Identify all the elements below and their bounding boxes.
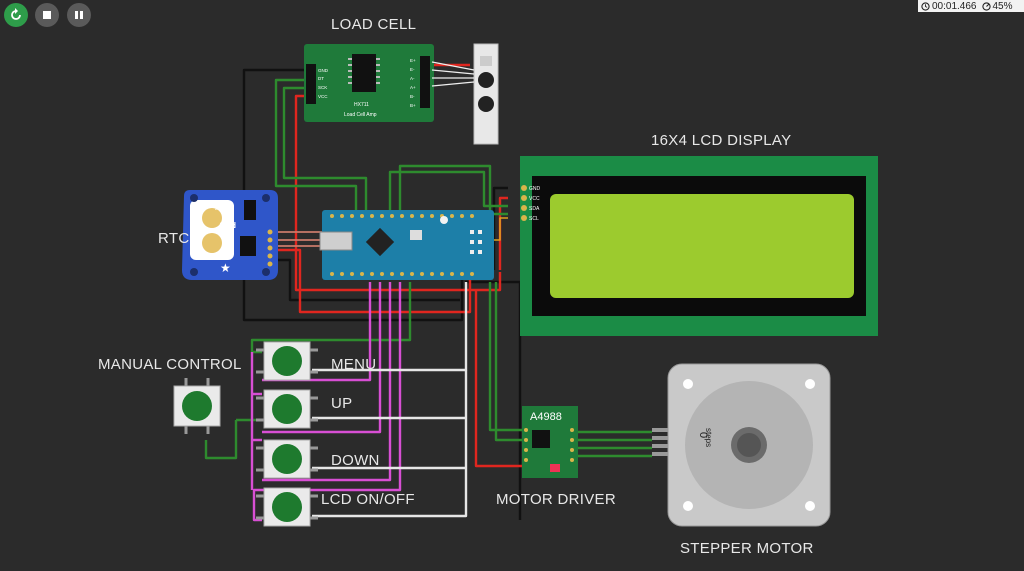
wire-step[interactable] bbox=[488, 282, 524, 432]
label-load-cell: LOAD CELL bbox=[331, 16, 417, 33]
wire-down-signal[interactable] bbox=[262, 282, 392, 482]
hx711-pin-eminus: E- bbox=[410, 67, 415, 72]
wire-motor-coils[interactable] bbox=[576, 430, 652, 458]
lcd-pin-sda: SDA bbox=[529, 206, 540, 212]
label-manual-control: MANUAL CONTROL bbox=[98, 356, 242, 373]
stepper-value: 0 bbox=[697, 432, 709, 438]
button-lcd-onoff[interactable] bbox=[256, 487, 318, 527]
hx711-caption: Load Cell Amp bbox=[344, 112, 377, 118]
wire-dir[interactable] bbox=[494, 282, 524, 442]
a4988-driver[interactable]: A4988 bbox=[522, 406, 578, 478]
load-cell-sensor[interactable] bbox=[431, 43, 499, 145]
wire-vcc-rtc[interactable] bbox=[272, 248, 472, 314]
stop-icon bbox=[43, 11, 51, 19]
button-manual-control[interactable] bbox=[173, 378, 221, 434]
hx711-pin-bplus: B+ bbox=[410, 103, 416, 108]
rtc-module[interactable]: DS1307 RTC ★ bbox=[182, 190, 278, 280]
label-menu: MENU bbox=[331, 356, 377, 373]
label-rtc: RTC bbox=[158, 230, 190, 247]
label-lcd-onoff: LCD ON/OFF bbox=[321, 491, 415, 508]
performance-value: 45% bbox=[992, 0, 1013, 12]
hx711-pin-dt: DT bbox=[318, 76, 324, 81]
wire-btn-ground[interactable] bbox=[250, 282, 412, 354]
wire-dt[interactable] bbox=[274, 78, 358, 212]
button-down[interactable] bbox=[256, 439, 318, 479]
wire-manual-ground[interactable] bbox=[204, 420, 238, 460]
driver-name: A4988 bbox=[530, 411, 562, 423]
wire-sda[interactable] bbox=[388, 170, 508, 212]
label-down: DOWN bbox=[331, 452, 380, 469]
lcd-screen bbox=[550, 194, 854, 298]
button-menu[interactable] bbox=[256, 341, 318, 381]
restart-button[interactable] bbox=[4, 3, 28, 27]
wire-lcd-signal[interactable] bbox=[252, 282, 402, 522]
star-icon: ★ bbox=[220, 261, 231, 275]
stepper-unit: steps bbox=[704, 428, 713, 447]
rtc-board-text: RTC bbox=[219, 220, 236, 229]
wire-vcc-driver[interactable] bbox=[474, 290, 524, 468]
wires bbox=[204, 63, 652, 522]
wire-vcc-lcd[interactable] bbox=[498, 196, 508, 270]
wire-ground-driver[interactable] bbox=[465, 280, 522, 520]
hx711-chip-label: HX711 bbox=[354, 102, 369, 108]
lcd-pin-vcc: VCC bbox=[529, 196, 540, 202]
wire-vcc-hx711[interactable] bbox=[294, 94, 502, 292]
arduino-nano[interactable] bbox=[319, 210, 494, 280]
wire-lcd-return[interactable] bbox=[312, 370, 468, 518]
hx711-pin-gnd: GND bbox=[318, 68, 329, 73]
hx711-pin-sck: SCK bbox=[318, 85, 327, 90]
stop-button[interactable] bbox=[35, 3, 59, 27]
speedometer-icon bbox=[981, 1, 991, 11]
pause-button[interactable] bbox=[67, 3, 91, 27]
label-up: UP bbox=[331, 395, 353, 412]
simulation-timer: 00:01.466 45% bbox=[918, 0, 1024, 12]
hx711-pin-bminus: B- bbox=[410, 94, 415, 99]
wire-ground-rtc[interactable] bbox=[272, 258, 460, 302]
hx711-pin-aplus: A+ bbox=[410, 85, 416, 90]
pause-icon bbox=[75, 11, 83, 19]
lcd-display[interactable]: GND VCC SDA SCL bbox=[520, 156, 878, 336]
timer-value: 00:01.466 bbox=[932, 0, 977, 12]
wire-btn-common[interactable] bbox=[250, 352, 262, 490]
hx711-pin-eplus: E+ bbox=[410, 58, 416, 63]
clock-icon bbox=[921, 1, 930, 11]
label-motor-driver: MOTOR DRIVER bbox=[496, 491, 616, 508]
restart-icon bbox=[11, 8, 21, 20]
label-lcd-display: 16X4 LCD DISPLAY bbox=[651, 132, 792, 149]
hx711-pin-vcc: VCC bbox=[318, 94, 328, 99]
lcd-pin-gnd: GND bbox=[529, 186, 541, 192]
button-up[interactable] bbox=[256, 389, 318, 429]
lcd-pin-scl: SCL bbox=[529, 216, 539, 222]
wire-scl[interactable] bbox=[398, 164, 508, 216]
hx711-module[interactable]: HX711 Load Cell Amp GND DT SCK VCC E+ E-… bbox=[304, 44, 434, 122]
rtc-chip-label: DS1307 bbox=[215, 204, 233, 210]
wire-sck[interactable] bbox=[282, 86, 368, 212]
wire-up-signal[interactable] bbox=[262, 282, 382, 434]
hx711-pin-aminus: A- bbox=[410, 76, 415, 81]
stepper-motor[interactable]: 0 steps bbox=[652, 363, 831, 527]
label-stepper-motor: STEPPER MOTOR bbox=[680, 540, 814, 557]
